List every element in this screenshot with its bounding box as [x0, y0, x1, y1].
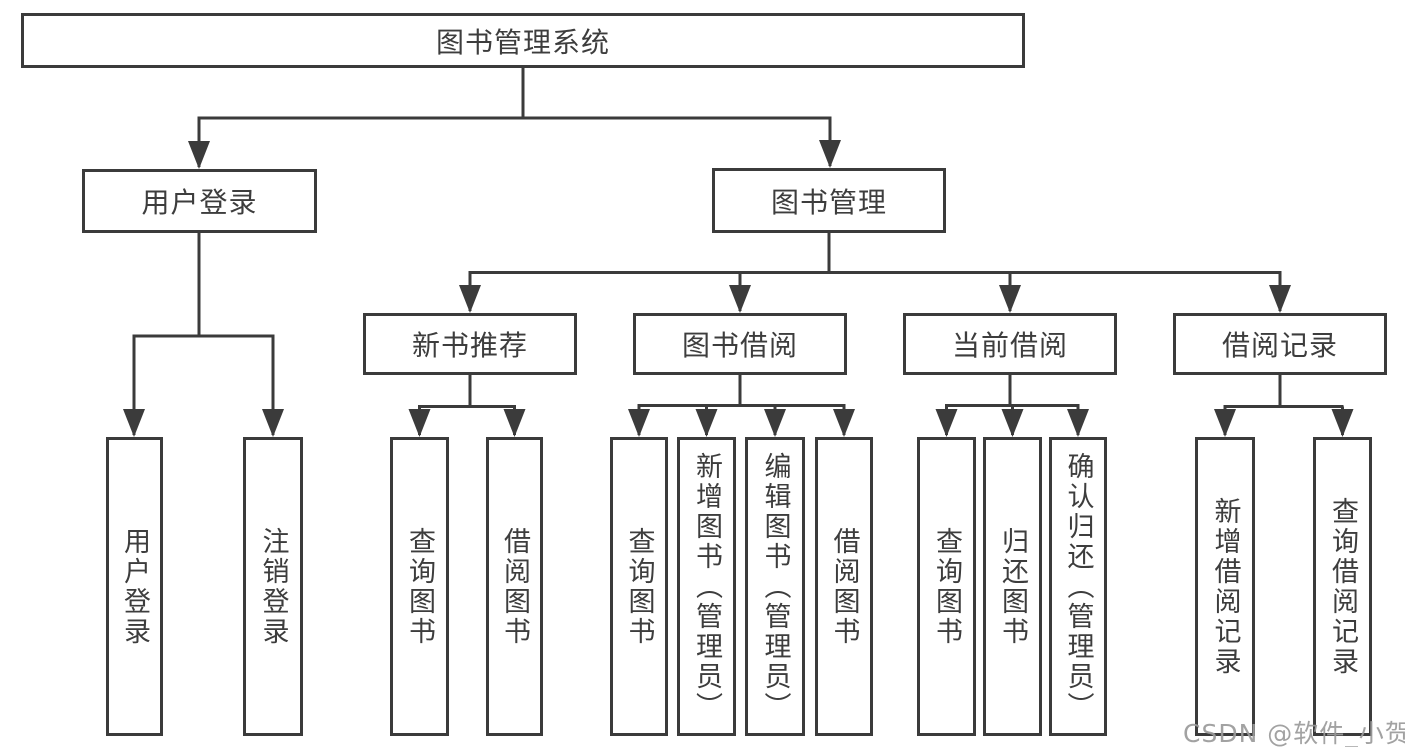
node-label: 用户登录 [141, 186, 258, 219]
node-label: 图书借阅 [681, 329, 798, 362]
node-new-book-recommendation: 新书推荐 [363, 313, 577, 375]
leaf-user-login: 用户登录 [106, 437, 163, 736]
node-label: 借阅图书 [828, 526, 860, 647]
node-label: 编辑图书（管理员） [759, 451, 791, 722]
node-label: 注销登录 [257, 526, 289, 647]
leaf-borrow-query-books: 查询图书 [610, 437, 668, 736]
leaf-current-confirm-return-admin: 确认归还（管理员） [1049, 437, 1107, 736]
node-user-login: 用户登录 [82, 169, 317, 233]
node-label: 用户登录 [119, 526, 150, 647]
node-label: 确认归还（管理员） [1062, 451, 1094, 722]
node-label: 新增借阅记录 [1209, 496, 1241, 677]
node-label: 新增图书（管理员） [691, 451, 722, 722]
leaf-current-return-books: 归还图书 [983, 437, 1042, 736]
leaf-records-query-borrow-record: 查询借阅记录 [1313, 437, 1372, 736]
node-library-management-system: 图书管理系统 [21, 13, 1025, 68]
node-label: 查询图书 [931, 526, 962, 647]
node-label: 查询借阅记录 [1327, 496, 1358, 677]
leaf-recommend-query-books: 查询图书 [390, 437, 449, 736]
leaf-borrow-edit-books-admin: 编辑图书（管理员） [745, 437, 805, 736]
node-book-management: 图书管理 [712, 168, 946, 233]
leaf-recommend-borrow-books: 借阅图书 [486, 437, 543, 736]
node-label: 借阅图书 [499, 526, 530, 647]
node-label: 当前借阅 [951, 329, 1068, 362]
node-label: 查询图书 [404, 526, 435, 647]
connector-group [123, 67, 1354, 437]
leaf-current-query-books: 查询图书 [917, 437, 976, 736]
node-label: 查询图书 [623, 526, 655, 647]
node-label: 借阅记录 [1221, 329, 1338, 362]
node-borrowing-records: 借阅记录 [1173, 313, 1387, 375]
leaf-borrow-borrow-books: 借阅图书 [815, 437, 873, 736]
leaf-borrow-add-books-admin: 新增图书（管理员） [677, 437, 736, 736]
node-label: 新书推荐 [411, 329, 528, 362]
leaf-logout-login: 注销登录 [243, 437, 303, 736]
node-current-borrowing: 当前借阅 [903, 313, 1117, 375]
node-book-borrowing: 图书借阅 [633, 313, 847, 375]
watermark-text: CSDN @软件_小贺同学 [1183, 719, 1405, 747]
leaf-records-add-borrow-record: 新增借阅记录 [1195, 437, 1255, 736]
node-label: 图书管理系统 [435, 25, 610, 59]
node-label: 图书管理 [770, 185, 887, 219]
node-label: 归还图书 [997, 526, 1028, 647]
